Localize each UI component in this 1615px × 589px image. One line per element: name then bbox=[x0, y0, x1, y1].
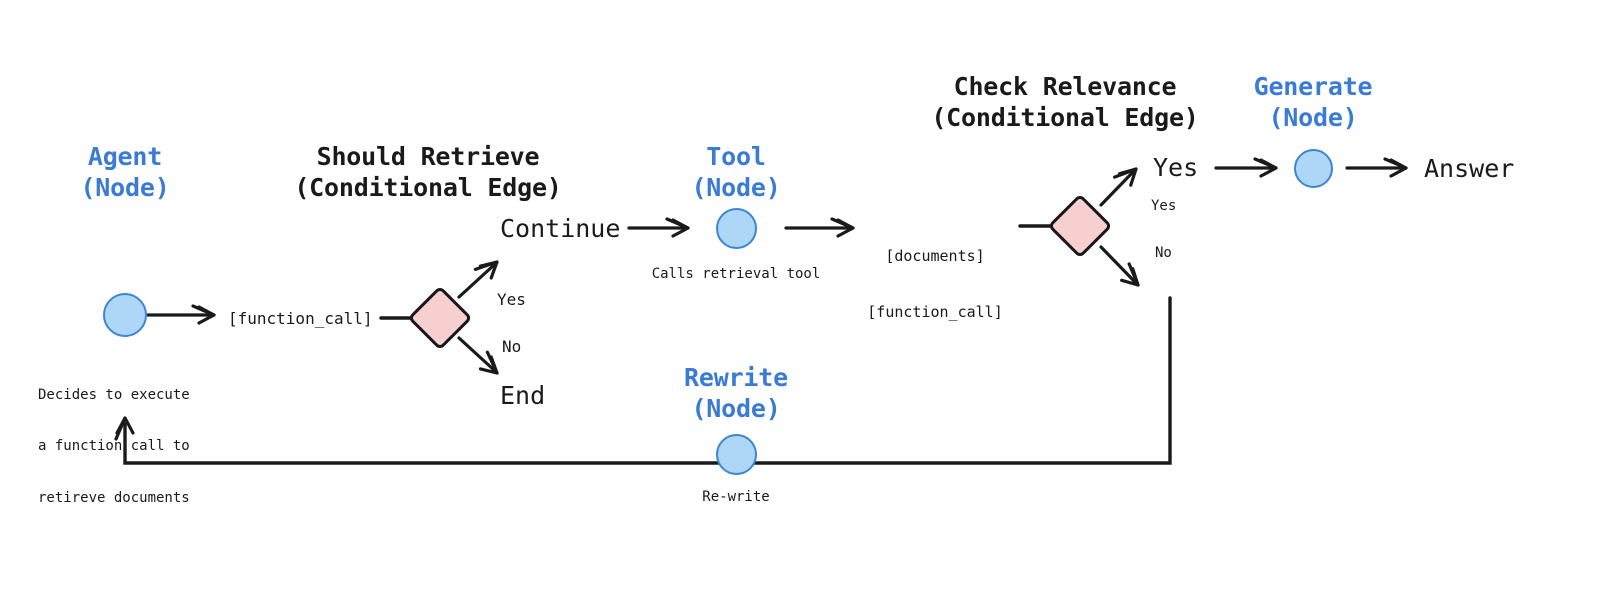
rewrite-node-circle[interactable] bbox=[716, 434, 757, 475]
edge-continue-to-tool bbox=[627, 217, 690, 238]
terminal-yes: Yes bbox=[1153, 153, 1199, 182]
edge-label-function-call-2: [function_call] bbox=[867, 302, 1003, 321]
check-relevance-yes-label: Yes bbox=[1151, 198, 1177, 214]
agent-caption-line-1: Decides to execute bbox=[38, 387, 190, 404]
edge-should-retrieve-no bbox=[457, 336, 505, 381]
generate-node-circle[interactable] bbox=[1294, 149, 1333, 188]
should-retrieve-yes-label: Yes bbox=[497, 290, 526, 309]
agent-node-title: Agent(Node) bbox=[80, 142, 170, 202]
should-retrieve-no-label: No bbox=[502, 337, 522, 356]
edge-check-relevance-no bbox=[1099, 245, 1146, 293]
edge-generate-to-answer bbox=[1345, 157, 1408, 178]
edge-label-function-call-1: [function_call] bbox=[228, 309, 373, 328]
terminal-continue: Continue bbox=[500, 214, 621, 243]
check-relevance-title: Check Relevance(Conditional Edge) bbox=[931, 72, 1199, 132]
agent-node-circle[interactable] bbox=[103, 293, 147, 337]
terminal-end: End bbox=[500, 381, 546, 410]
tool-node-title: Tool(Node) bbox=[691, 142, 781, 202]
edge-agent-to-should-retrieve bbox=[146, 304, 216, 325]
edge-yes-to-generate bbox=[1214, 157, 1278, 178]
agent-caption-line-2: a function call to bbox=[38, 438, 190, 455]
should-retrieve-diamond[interactable] bbox=[407, 285, 473, 351]
should-retrieve-title: Should Retrieve(Conditional Edge) bbox=[294, 142, 562, 202]
edge-check-relevance-yes bbox=[1099, 160, 1144, 207]
terminal-answer: Answer bbox=[1424, 154, 1515, 183]
rewrite-node-caption: Re-write bbox=[702, 489, 770, 505]
tool-node-circle[interactable] bbox=[716, 208, 757, 249]
rewrite-node-title: Rewrite(Node) bbox=[684, 363, 788, 423]
check-relevance-no-label: No bbox=[1155, 245, 1172, 261]
edge-label-documents: [documents] bbox=[885, 246, 985, 265]
generate-node-title: Generate(Node) bbox=[1253, 72, 1373, 132]
agent-caption-line-3: retireve documents bbox=[38, 489, 190, 506]
edge-should-retrieve-yes bbox=[457, 253, 504, 299]
tool-node-caption: Calls retrieval tool bbox=[651, 266, 821, 282]
agent-node-caption: Decides to execute a function call to re… bbox=[38, 353, 228, 541]
edge-label-documents-function-call: [documents] [function_call] bbox=[805, 209, 1065, 359]
